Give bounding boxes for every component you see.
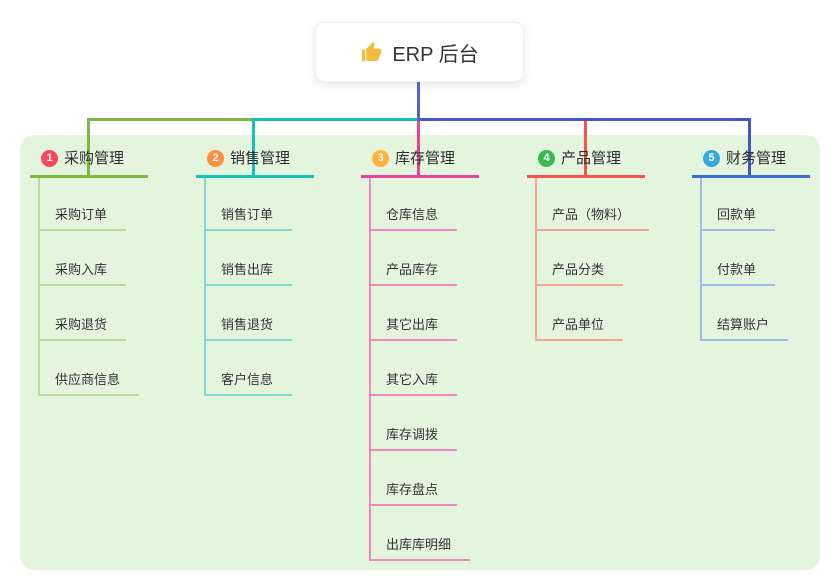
child-node-sales-1[interactable]: 销售出库: [221, 262, 274, 277]
child-node-inventory-6[interactable]: 出库库明细: [386, 537, 452, 552]
child-purchase-3-underline: [38, 394, 139, 396]
child-node-inventory-3[interactable]: 其它入库: [386, 372, 439, 387]
child-node-product-1[interactable]: 产品分类: [552, 262, 605, 277]
child-node-inventory-1[interactable]: 产品库存: [386, 262, 439, 277]
child-sales-0-underline: [204, 229, 292, 231]
child-purchase-2-underline: [38, 339, 126, 341]
child-inventory-6-underline: [369, 559, 470, 561]
connector-drop-product: [584, 121, 587, 175]
connector-drop-purchase: [87, 118, 90, 175]
branch-finance-trunk-line: [700, 178, 702, 341]
connector-drop-inventory: [417, 121, 420, 175]
branch-node-sales[interactable]: 销售管理: [230, 150, 291, 167]
connector-right-segment: [420, 118, 751, 121]
branch-product-trunk-line: [535, 178, 537, 341]
child-finance-1-underline: [700, 284, 775, 286]
child-node-purchase-3[interactable]: 供应商信息: [55, 372, 121, 387]
mindmap-panel: [20, 135, 820, 570]
branch-sales-underline: [196, 175, 314, 178]
branch-purchase-trunk-line: [38, 178, 40, 396]
child-node-finance-2[interactable]: 结算账户: [717, 317, 770, 332]
child-sales-1-underline: [204, 284, 292, 286]
branch-sales-trunk-line: [204, 178, 206, 396]
child-inventory-5-underline: [369, 504, 457, 506]
child-node-sales-3[interactable]: 客户信息: [221, 372, 274, 387]
branch-product-badge: 4: [538, 150, 555, 167]
branch-purchase-badge: 1: [41, 150, 58, 167]
child-inventory-2-underline: [369, 339, 457, 341]
connector-root-drop: [417, 82, 420, 121]
branch-finance-underline: [692, 175, 810, 178]
child-node-purchase-2[interactable]: 采购退货: [55, 317, 108, 332]
branch-finance-badge: 5: [703, 150, 720, 167]
child-product-2-underline: [535, 339, 623, 341]
child-inventory-4-underline: [369, 449, 457, 451]
connector-drop-sales: [252, 118, 255, 175]
child-inventory-1-underline: [369, 284, 457, 286]
branch-inventory-underline: [361, 175, 479, 178]
child-node-product-2[interactable]: 产品单位: [552, 317, 605, 332]
child-node-finance-0[interactable]: 回款单: [717, 207, 757, 222]
child-purchase-0-underline: [38, 229, 126, 231]
root-title: ERP 后台: [392, 43, 479, 66]
thumbs-up-icon: [360, 41, 383, 64]
connector-mid-segment: [252, 118, 417, 121]
child-node-purchase-1[interactable]: 采购入库: [55, 262, 108, 277]
root-node[interactable]: ERP 后台: [315, 22, 524, 82]
child-node-finance-1[interactable]: 付款单: [717, 262, 757, 277]
child-product-1-underline: [535, 284, 623, 286]
branch-sales-badge: 2: [207, 150, 224, 167]
connector-drop-finance: [748, 118, 751, 175]
child-node-sales-2[interactable]: 销售退货: [221, 317, 274, 332]
child-finance-0-underline: [700, 229, 775, 231]
child-purchase-1-underline: [38, 284, 126, 286]
child-sales-2-underline: [204, 339, 292, 341]
branch-product-underline: [527, 175, 645, 178]
child-sales-3-underline: [204, 394, 292, 396]
child-product-0-underline: [535, 229, 649, 231]
child-node-inventory-5[interactable]: 库存盘点: [386, 482, 439, 497]
child-node-inventory-2[interactable]: 其它出库: [386, 317, 439, 332]
branch-node-product[interactable]: 产品管理: [561, 150, 622, 167]
branch-node-purchase[interactable]: 采购管理: [64, 150, 125, 167]
child-node-sales-0[interactable]: 销售订单: [221, 207, 274, 222]
child-node-purchase-0[interactable]: 采购订单: [55, 207, 108, 222]
child-node-product-0[interactable]: 产品（物料）: [552, 207, 631, 222]
child-node-inventory-4[interactable]: 库存调拨: [386, 427, 439, 442]
branch-purchase-underline: [30, 175, 148, 178]
child-finance-2-underline: [700, 339, 788, 341]
branch-node-inventory[interactable]: 库存管理: [395, 150, 456, 167]
branch-node-finance[interactable]: 财务管理: [726, 150, 787, 167]
child-node-inventory-0[interactable]: 仓库信息: [386, 207, 439, 222]
branch-inventory-badge: 3: [372, 150, 389, 167]
branch-inventory-trunk-line: [369, 178, 371, 561]
child-inventory-3-underline: [369, 394, 457, 396]
child-inventory-0-underline: [369, 229, 457, 231]
connector-left-segment: [87, 118, 255, 121]
